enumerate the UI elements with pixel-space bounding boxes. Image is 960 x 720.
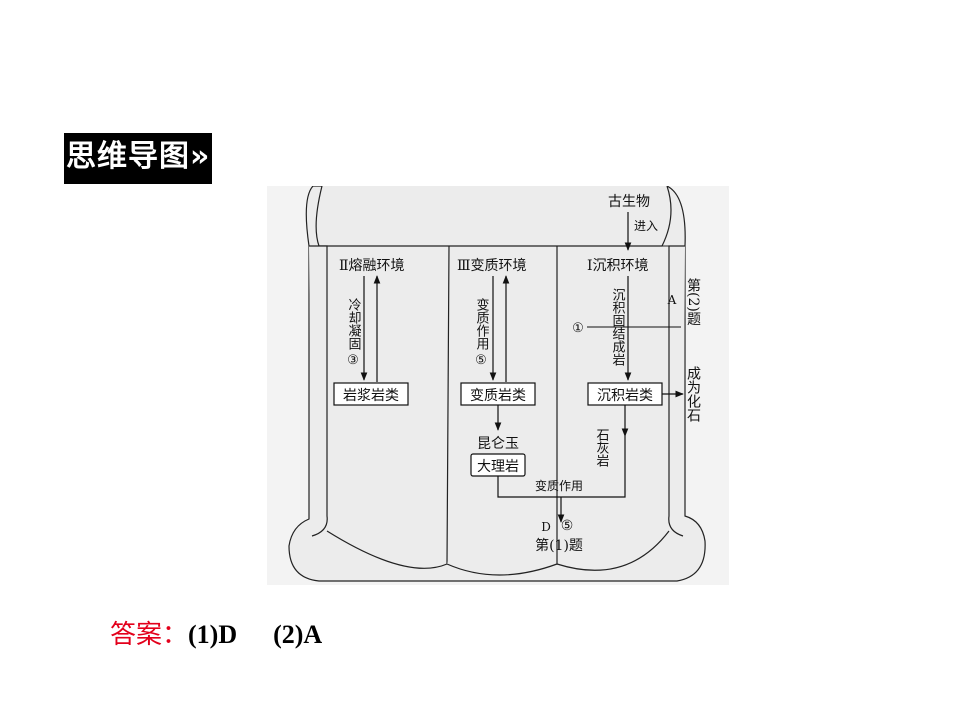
diagram-canvas: 古生物 进入 Ⅱ熔融环境 Ⅲ变质环境 Ⅰ沉积环境 冷却凝固 ③ 变质作用 ⑤ 沉… [288, 186, 706, 582]
melt-env-title: Ⅱ熔融环境 [339, 258, 405, 274]
label-a: A [667, 293, 677, 307]
mind-map-heading: 思维导图» [64, 133, 213, 181]
answer-part2: (2)A [273, 620, 323, 649]
num-1-label: ① [572, 321, 584, 336]
meta-env-title: Ⅲ变质环境 [457, 258, 527, 274]
meta-rock-label: 变质岩类 [470, 388, 526, 404]
q2-label: 第(2)题 [685, 277, 701, 327]
sed-rock-label: 沉积岩类 [597, 388, 653, 404]
sed-env-title: Ⅰ沉积环境 [587, 258, 649, 274]
heading-text: 思维导图 [66, 139, 190, 174]
answer-label: 答案： [110, 620, 189, 650]
chevron-icon: » [190, 139, 211, 174]
kunlun-jade-label: 昆仑玉 [477, 436, 519, 452]
marble-label: 大理岩 [477, 459, 519, 475]
cooling-label: 冷却凝固 [346, 298, 362, 350]
answer-line: 答案：(1)D (2)A [110, 617, 358, 653]
num-5-label: ⑤ [561, 518, 574, 534]
cooling-num: ③ [347, 353, 359, 368]
q1-label: 第(1)题 [535, 537, 583, 554]
magma-rock-label: 岩浆岩类 [343, 388, 399, 404]
answer-part1: (1)D [188, 620, 238, 649]
label-d: D [541, 520, 551, 534]
meta-num: ⑤ [475, 353, 487, 368]
limestone-label: 石灰岩 [594, 428, 610, 467]
enter-label: 进入 [634, 219, 658, 233]
fossil-label: 成为化石 [685, 366, 701, 422]
meta-process-label: 变质作用 [474, 297, 490, 351]
rock-cycle-diagram: 古生物 进入 Ⅱ熔融环境 Ⅲ变质环境 Ⅰ沉积环境 冷却凝固 ③ 变质作用 ⑤ 沉… [267, 186, 729, 585]
meta-action-label: 变质作用 [535, 478, 583, 493]
magma-rock-box [333, 382, 409, 406]
ancient-life-label: 古生物 [608, 194, 650, 210]
